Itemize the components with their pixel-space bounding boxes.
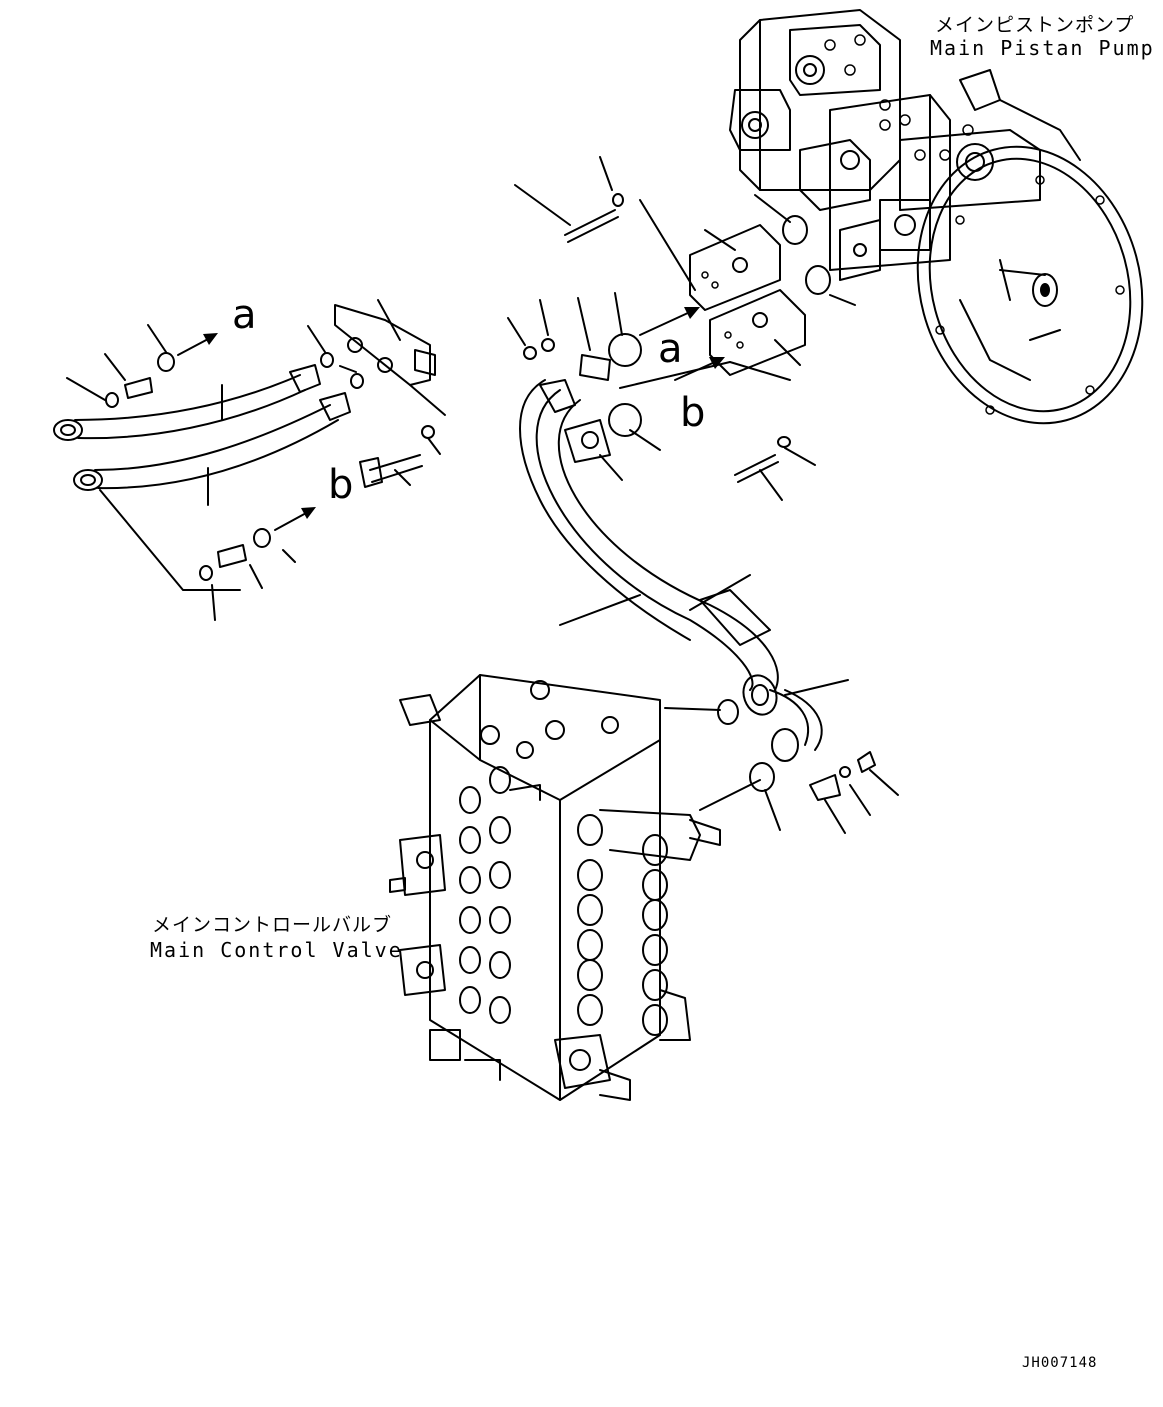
ref-letter-a-right: a [658,326,683,372]
ref-letter-b-right: b [680,390,706,436]
valve-name-jp: メインコントロールバルブ [152,914,393,936]
valve-name-en: Main Control Valve [150,938,403,962]
main-control-valve [389,674,721,1101]
drawing-code: JH007148 [1022,1355,1098,1371]
pump-name-en: Main Pistan Pump [930,36,1155,60]
ref-letter-a-left: a [232,292,257,338]
pilot-hose-assembly [53,299,446,621]
ref-letter-b-left: b [328,462,354,508]
main-piston-pump [729,9,1144,425]
delivery-tube-assembly [507,156,899,834]
pump-name-jp: メインピストンポンプ [935,14,1135,36]
